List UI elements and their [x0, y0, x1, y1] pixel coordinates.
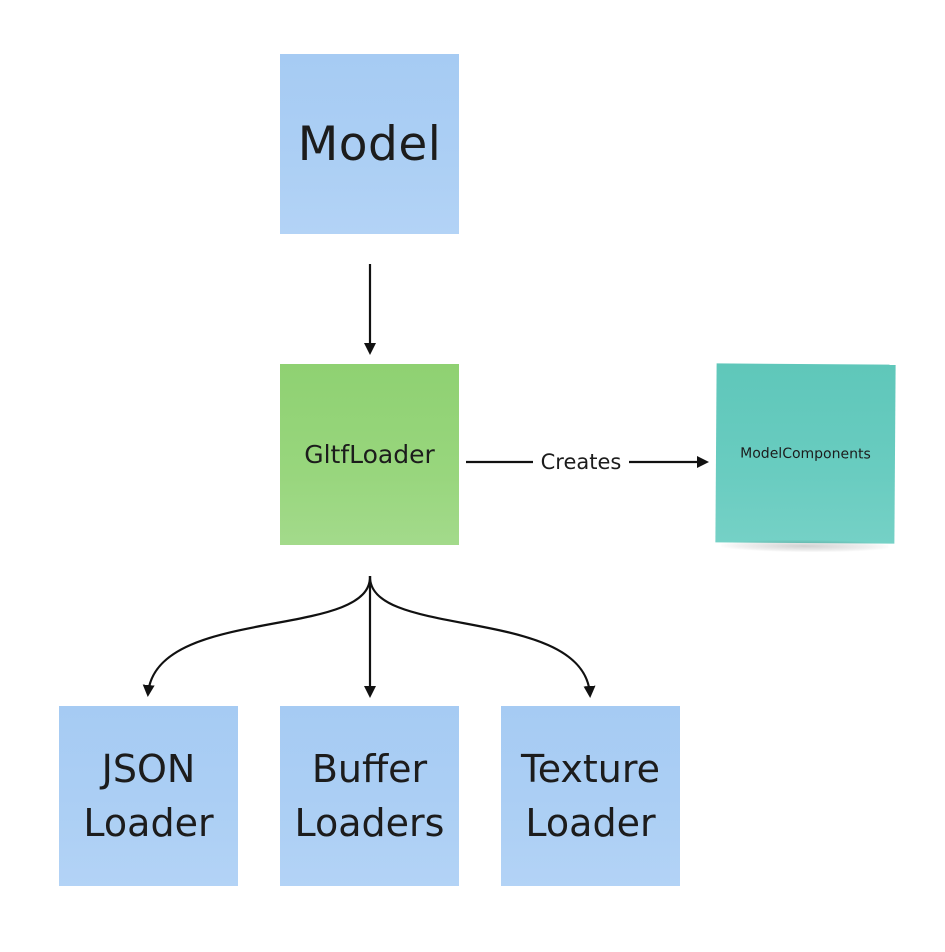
- node-buffer-loaders-line-1: Buffer: [311, 747, 428, 791]
- node-gltf-loader-label: GltfLoader: [304, 440, 435, 469]
- node-buffer-loaders-line-2: Loaders: [294, 801, 445, 845]
- node-texture-loader-line-1: Texture: [520, 747, 661, 791]
- node-model-components-label: ModelComponents: [740, 445, 871, 462]
- node-model-label: Model: [297, 116, 442, 172]
- edge-label-creates: Creates: [533, 447, 629, 477]
- edge-gltf-loader-to-texture-loader: [368, 575, 596, 698]
- node-model[interactable]: Model: [280, 54, 459, 243]
- node-json-loader-line-1: JSON: [101, 747, 196, 791]
- node-texture-loader-line-2: Loader: [525, 801, 656, 845]
- edge-gltf-loader-to-json-loader: [142, 575, 372, 697]
- node-gltf-loader[interactable]: GltfLoader: [280, 364, 459, 554]
- node-json-loader[interactable]: JSON Loader: [59, 706, 238, 895]
- node-texture-loader[interactable]: Texture Loader: [501, 706, 680, 895]
- node-json-loader-line-2: Loader: [83, 801, 214, 845]
- node-model-components[interactable]: ModelComponents: [715, 363, 896, 544]
- node-buffer-loaders[interactable]: Buffer Loaders: [280, 706, 459, 895]
